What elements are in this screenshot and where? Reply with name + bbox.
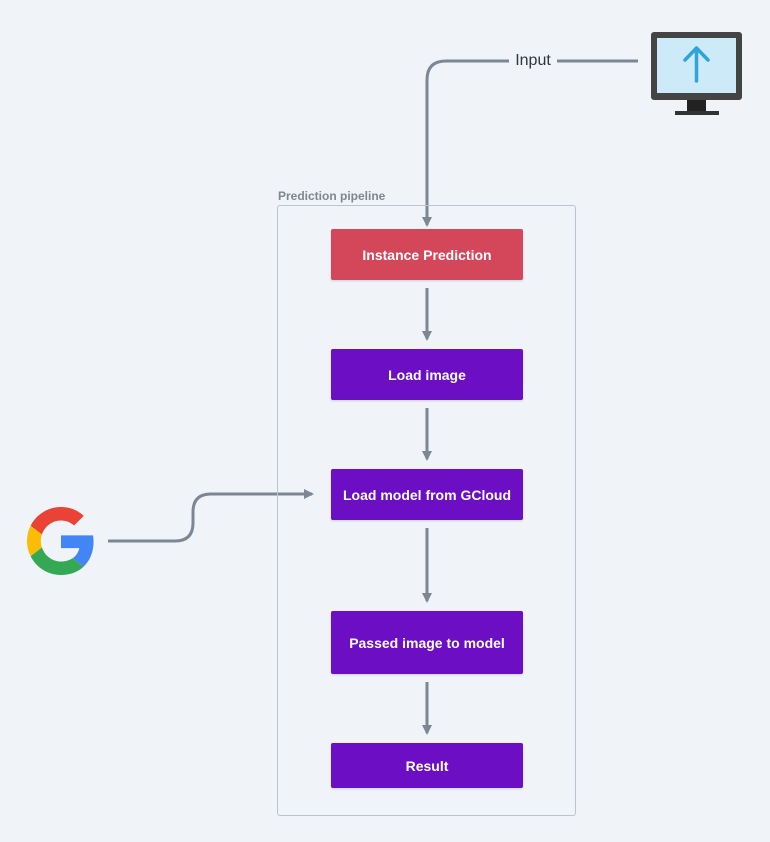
prediction-pipeline-group xyxy=(277,205,576,816)
group-label: Prediction pipeline xyxy=(278,189,386,203)
load-model-node[interactable]: Load model from GCloud xyxy=(331,469,523,520)
passed-image-node[interactable]: Passed image to model xyxy=(331,611,523,674)
load-image-node[interactable]: Load image xyxy=(331,349,523,400)
edge-input-to-instance-prediction xyxy=(422,59,638,227)
monitor-upload-icon[interactable] xyxy=(648,29,746,117)
result-node[interactable]: Result xyxy=(331,743,523,788)
google-logo-icon[interactable] xyxy=(27,507,95,575)
input-edge-label: Input xyxy=(509,51,557,71)
instance-prediction-node[interactable]: Instance Prediction xyxy=(331,229,523,280)
edge-google-to-load-model xyxy=(108,489,314,543)
